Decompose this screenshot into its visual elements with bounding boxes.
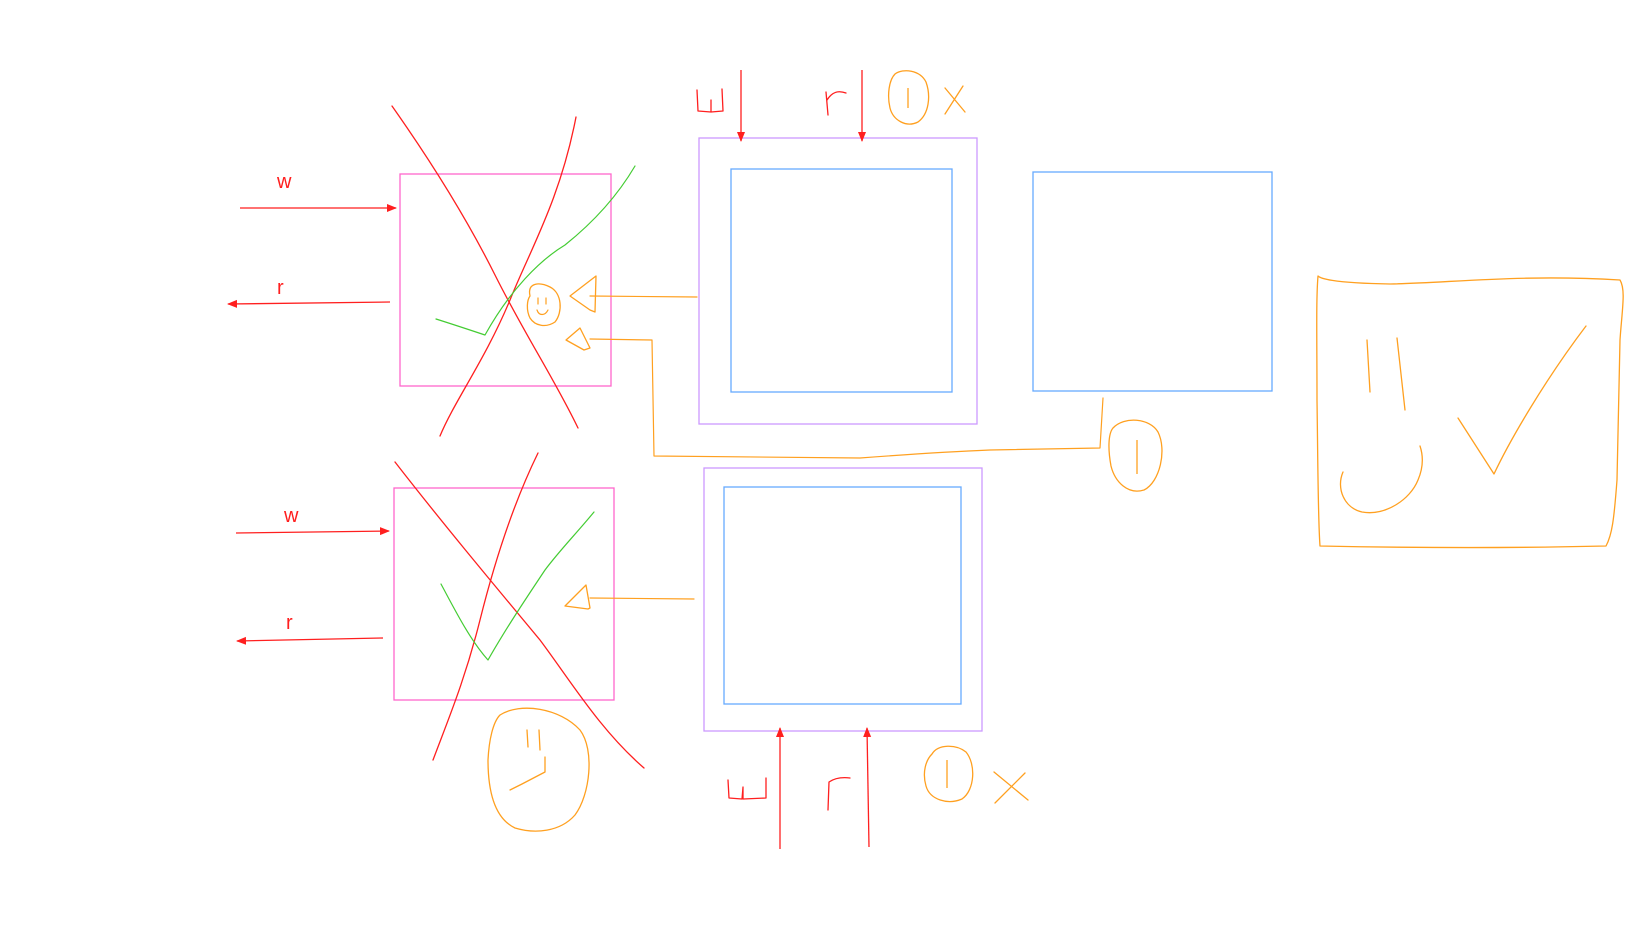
smiley-face-icon	[526, 283, 561, 327]
checkmark-icon	[1457, 325, 1587, 475]
top-right-zero-icon	[1108, 419, 1163, 492]
ox-mark-icon	[888, 70, 966, 125]
top-left-green-curve	[435, 165, 636, 336]
top-left-pink-box	[399, 173, 612, 387]
bottom-read-label: r	[286, 612, 293, 634]
bottom-middle-read-arrow	[863, 727, 872, 848]
bottom-read-arrow	[236, 636, 384, 645]
bottom-flag	[564, 584, 591, 610]
bottom-middle-link-line	[589, 597, 695, 600]
top-middle-purple-box	[698, 137, 978, 425]
top-right-blue-box	[1032, 171, 1273, 392]
bottom-left-cross-stroke-1	[394, 461, 645, 769]
bottom-write-label: w	[283, 505, 299, 527]
top-right-box-group	[589, 171, 1273, 492]
far-right-smile-glyph	[1339, 445, 1424, 514]
top-middle-link-line	[589, 295, 698, 298]
far-right-check-box-group	[1316, 275, 1624, 549]
top-left-cross-stroke-1	[391, 105, 579, 429]
top-read-arrow	[227, 299, 391, 308]
bottom-left-green-curve	[440, 511, 595, 661]
top-middle-r-glyph	[825, 91, 847, 116]
far-right-orange-box	[1316, 275, 1624, 549]
top-left-io-arrows: w r	[227, 171, 397, 308]
top-flag-lower	[565, 327, 591, 351]
clock-face-icon	[487, 707, 590, 832]
bottom-left-pink-box	[393, 487, 615, 701]
bottom-middle-box-group	[703, 467, 1029, 849]
bottom-middle-w-glyph	[727, 777, 767, 800]
bottom-left-cross-stroke-2	[432, 452, 539, 761]
top-right-link-line	[589, 338, 1104, 459]
bottom-middle-blue-box	[723, 486, 962, 705]
top-middle-blue-box	[730, 168, 953, 393]
top-flag-upper	[569, 275, 597, 313]
bottom-middle-purple-box	[703, 467, 983, 732]
bottom-left-crossed-box-group	[393, 452, 695, 832]
bottom-middle-r-glyph	[827, 776, 851, 811]
top-middle-w-glyph	[696, 88, 724, 113]
top-read-label: r	[277, 277, 284, 299]
smiley-mouth	[536, 309, 549, 316]
bottom-write-arrow	[235, 527, 390, 536]
far-right-eleven-glyph	[1366, 337, 1406, 411]
top-left-cross-stroke-2	[439, 116, 577, 437]
top-middle-box-group	[589, 70, 978, 425]
bottom-left-io-arrows: w r	[235, 505, 390, 645]
top-write-label: w	[276, 171, 292, 193]
smiley-eyes	[537, 297, 547, 305]
ox-mark-icon-bottom	[923, 745, 1029, 804]
top-left-crossed-box-group	[391, 105, 636, 437]
